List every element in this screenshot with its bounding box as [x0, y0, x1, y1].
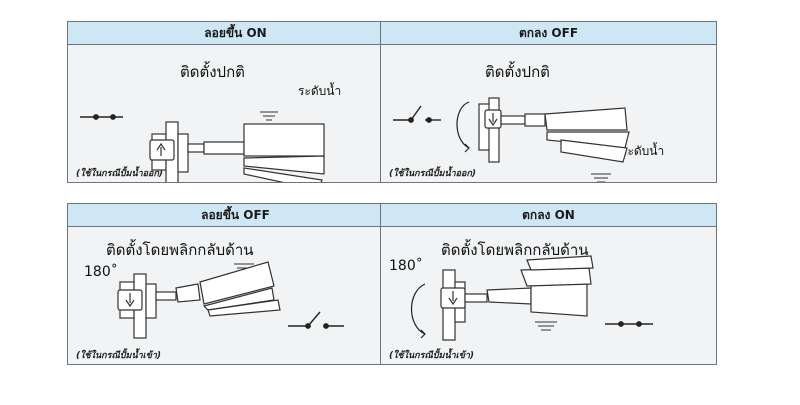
rotation-angle: 180˚	[389, 258, 423, 274]
panel-float-down-off: ตกลง OFF ติดตั้งปกติ ระดับน้ำ (ใช้ในกรณี…	[380, 21, 717, 183]
switch-open-symbol	[393, 105, 441, 123]
panel-header: ลอยขึ้น ON	[68, 22, 403, 45]
usage-note: (ใช้ในกรณีปั้มน้ำเข้า)	[76, 351, 162, 361]
install-title: ติดตั้งโดยพลิกกลับด้าน	[441, 241, 589, 259]
usage-note: (ใช้ในกรณีปั้มน้ำออก)	[76, 169, 164, 179]
float-switch-diagram	[117, 261, 344, 339]
water-level-marker	[260, 111, 278, 121]
switch-body	[117, 261, 281, 339]
install-title: ติดตั้งปกติ	[180, 63, 245, 81]
panel-header: ตกลง ON	[381, 204, 716, 227]
switch-closed-symbol	[80, 114, 123, 120]
usage-note: (ใช้ในกรณีปั้มน้ำเข้า)	[389, 351, 475, 361]
rotation-angle: 180˚	[84, 264, 118, 280]
switch-body	[149, 121, 325, 182]
float-switch-diagram	[80, 111, 325, 182]
switch-open-symbol	[288, 311, 344, 329]
rotate-arrow-icon	[411, 283, 426, 339]
switch-body	[440, 255, 594, 341]
usage-note: (ใช้ในกรณีปั้มน้ำออก)	[389, 169, 477, 179]
install-title: ติดตั้งโดยพลิกกลับด้าน	[106, 241, 254, 259]
water-level-label: ระดับน้ำ	[621, 144, 665, 158]
switch-body	[478, 97, 630, 163]
switch-closed-symbol	[605, 321, 653, 327]
water-level-label: ระดับน้ำ	[298, 84, 342, 98]
panel-float-up-off-inverted: ลอยขึ้น OFF ติดตั้งโดยพลิกกลับด้าน 180˚ …	[67, 203, 404, 365]
panel-float-down-on-inverted: ตกลง ON ติดตั้งโดยพลิกกลับด้าน 180˚ (ใช้…	[380, 203, 717, 365]
panel-header: ตกลง OFF	[381, 22, 716, 45]
rotate-arrow-icon	[456, 101, 470, 153]
panel-float-up-on: ลอยขึ้น ON ติดตั้งปกติ ระดับน้ำ (ใช้ในกร…	[67, 21, 404, 183]
panel-header: ลอยขึ้น OFF	[68, 204, 403, 227]
float-switch-diagram	[393, 97, 630, 182]
water-level-marker	[591, 173, 611, 182]
install-title: ติดตั้งปกติ	[485, 63, 550, 81]
water-level-marker	[535, 321, 557, 331]
float-switch-diagram	[411, 255, 653, 341]
